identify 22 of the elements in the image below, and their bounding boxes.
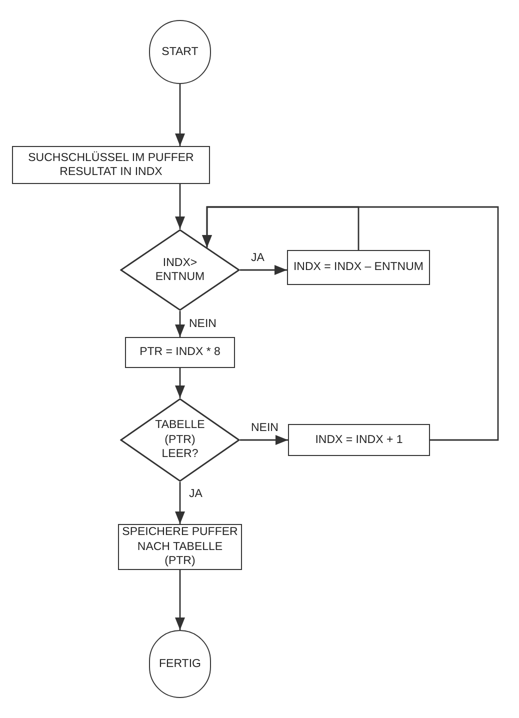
arrow bbox=[174, 570, 186, 630]
arrow bbox=[174, 84, 186, 146]
node-text: INDX = INDX + 1 bbox=[315, 432, 403, 448]
node-text: FERTIG bbox=[159, 656, 201, 672]
arrow bbox=[174, 368, 186, 398]
process-box bbox=[287, 250, 430, 285]
node-text: PTR = INDX * 8 bbox=[140, 345, 220, 360]
node-text: SPEICHERE PUFFER NACH TABELLE (PTR) bbox=[122, 525, 238, 569]
node-text: START bbox=[162, 44, 198, 60]
node-text: INDX> ENTNUM bbox=[154, 256, 206, 284]
process-box bbox=[12, 146, 210, 184]
arrow bbox=[174, 184, 186, 229]
arrow bbox=[174, 482, 186, 524]
node-text: TABELLE (PTR) LEER? bbox=[154, 418, 206, 462]
arrow bbox=[240, 434, 288, 446]
node-text: INDX = INDX – ENTNUM bbox=[293, 260, 424, 275]
process-box bbox=[288, 424, 430, 456]
arrow bbox=[202, 206, 499, 441]
arrow bbox=[240, 264, 287, 276]
process-box bbox=[125, 337, 235, 368]
node-text: SUCHSCHLÜSSEL IM PUFFER RESULTAT IN INDX bbox=[27, 150, 195, 180]
arrow bbox=[174, 311, 186, 337]
